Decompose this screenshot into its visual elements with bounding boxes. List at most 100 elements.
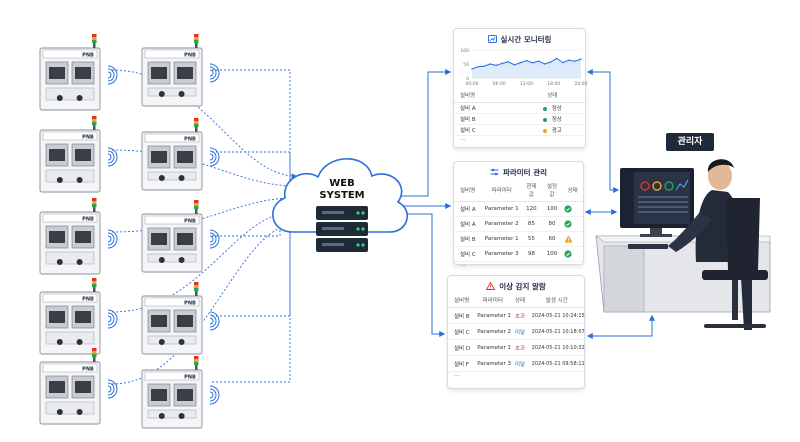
monitoring-row-status: 경고 [519,124,585,136]
param-row-param: Parameter 1 [482,231,522,247]
alarm-row[interactable]: 설비 B Parameter 1 초과 2024-05-21 10:24:15 [448,307,585,324]
parameter-row[interactable]: 설비 A Parameter 2 85 80 [454,216,583,232]
signal-light-yellow [194,203,199,206]
solid-connector [400,213,446,337]
signal-light-green [92,354,97,357]
wireless-signal-icon [107,385,112,393]
signal-light-red [194,34,199,37]
machine-knob [56,339,63,345]
signal-light-red [194,356,199,359]
alarm-row[interactable]: 설비 D Parameter 1 초과 2024-05-21 10:10:32 [448,339,585,356]
trend-point [574,60,576,62]
monitor-chart-icon [487,35,497,43]
trend-point [525,59,528,62]
status-ok-dot [542,106,547,111]
machine: PNB [39,348,118,425]
warning-icon [564,235,573,243]
machine-knob [76,177,83,183]
signal-light-red [194,200,199,203]
wireless-signal-icon [209,147,220,167]
machine-knob [178,413,185,419]
machine-tool [177,389,193,401]
wireless-signal-icon [209,69,214,77]
param-row-param: Parameter 3 [482,246,522,262]
parameter-management-panel: 파라미터 관리 설비명 파라미터 현재 값 설정 값 상태 설비 A Param… [453,161,584,268]
machine-lower-panel [147,87,197,97]
trend-y-tick: 50 [463,62,469,68]
monitoring-row[interactable]: 설비 B 정상 [454,113,585,125]
solid-connector [400,69,452,197]
param-row-status [562,216,583,232]
trend-x-tick: 12:00 [520,81,533,87]
param-row-name: 설비 A [454,216,483,232]
param-col-current: 현재 값 [521,179,542,202]
trend-point [471,68,473,70]
machine-header [42,363,98,373]
parameter-row[interactable]: 설비 C Parameter 3 98 100 [454,246,583,262]
machine-knob [76,95,83,101]
machine-knob [56,259,63,265]
alarm-col-state: 상태 [510,293,530,308]
parameter-row[interactable]: 설비 B Parameter 1 55 60 [454,231,583,247]
signal-light-yellow [92,201,97,204]
signal-light-red [92,198,97,201]
machine-tool [75,67,91,79]
signal-light-green [194,40,199,43]
param-row-status [562,246,583,262]
machine-tool [75,311,91,323]
machine-lower-panel [45,251,95,265]
trend-point [531,62,534,64]
alarm-row-name: 설비 C [448,323,476,340]
trend-x-tick: 24:00 [575,81,587,87]
check-circle-icon [564,220,572,228]
server-icon [316,206,368,252]
wireless-signal-icon [209,385,220,405]
machine-knob [178,257,185,263]
machine-logo: PNB [184,219,196,225]
alarm-row[interactable]: 설비 F Parameter 3 미달 2024-05-21 09:58:11 [448,355,585,372]
wireless-signal-icon [209,391,214,399]
machine: PNB [141,200,220,273]
param-row-current: 98 [521,246,542,262]
machine-knob [76,339,83,345]
monitoring-row-status-text: 경고 [551,128,562,134]
monitoring-table: 설비명 상태 설비 A 정상 설비 B 정상 설비 C 경고 [454,88,585,136]
parameter-more: ... [460,261,466,268]
machine-knob [158,257,165,263]
trend-area [472,58,581,78]
monitoring-row[interactable]: 설비 A 정상 [454,102,585,114]
machine-logo: PNB [82,217,94,223]
parameter-row[interactable]: 설비 A Parameter 1 120 100 [454,201,583,217]
machine-lower-panel [45,169,95,183]
param-row-set: 60 [541,231,563,247]
machine-tool [151,151,167,163]
monitoring-row-status-text: 정상 [551,106,562,112]
wireless-signal-icon [107,235,112,243]
status-ok-dot [542,117,547,122]
signal-light-red [194,118,199,121]
machine-knob [158,339,165,345]
machine-lower-panel [147,335,197,345]
signal-light-green [194,124,199,127]
machine-header [42,131,98,141]
wireless-signal-icon [107,309,118,329]
dashed-connector [111,209,296,313]
param-row-current: 55 [521,231,542,247]
signal-light-red [92,116,97,119]
check-circle-icon [564,205,572,213]
param-col-status: 상태 [562,179,583,202]
signal-light-yellow [92,351,97,354]
dashed-connector [212,218,293,317]
trend-y-tick: 0 [466,76,469,82]
machine-tool [75,149,91,161]
monitoring-row[interactable]: 설비 C 경고 [454,124,585,136]
param-row-current: 120 [521,201,542,217]
param-row-set: 100 [541,201,563,217]
signal-light-green [194,288,199,291]
alarm-col-name: 설비명 [448,293,476,308]
machine-knob [76,259,83,265]
alarm-row[interactable]: 설비 C Parameter 2 미달 2024-05-21 10:18:07 [448,323,585,340]
trend-x-tick: 06:00 [493,81,506,87]
